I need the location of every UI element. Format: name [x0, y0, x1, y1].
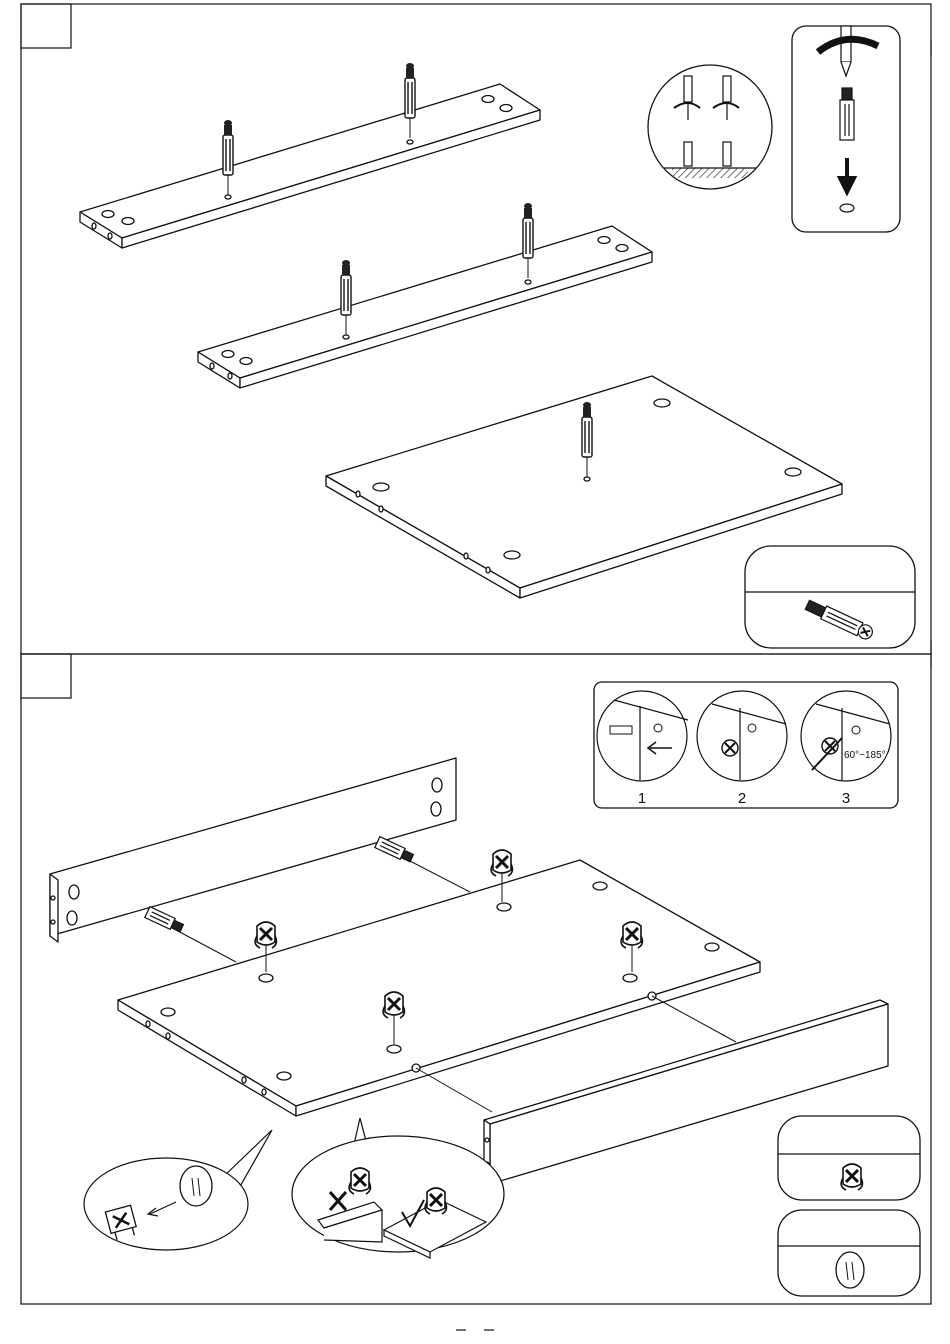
screw-in-inset	[792, 26, 900, 232]
screwdriver-inset	[648, 65, 772, 189]
sequence-label: 2	[732, 790, 752, 807]
step-number	[21, 654, 71, 698]
step-number	[21, 4, 71, 48]
orientation-callout	[292, 1118, 504, 1258]
sequence-label: 3	[836, 790, 856, 807]
cam-bolt-detail	[745, 546, 915, 648]
cam-bolt-icon	[840, 88, 854, 140]
rotation-angle-label: 60°~185°	[844, 750, 886, 761]
cam-lock-icon	[491, 850, 512, 876]
cam-lock-icon	[722, 740, 738, 756]
rail-board	[198, 226, 652, 388]
dowel-detail	[778, 1210, 920, 1296]
rail-board	[80, 84, 540, 248]
cam-bolt-icon	[375, 837, 415, 864]
cam-lock-icon	[255, 922, 276, 948]
dowel-callout	[84, 1130, 272, 1250]
wood-dowel-icon	[180, 1166, 212, 1206]
cam-bolt-icon	[145, 907, 185, 934]
sequence-label: 1	[632, 790, 652, 807]
cam-lock-detail	[778, 1116, 920, 1200]
page-number	[440, 1322, 510, 1340]
wood-dowel-icon	[836, 1252, 864, 1288]
